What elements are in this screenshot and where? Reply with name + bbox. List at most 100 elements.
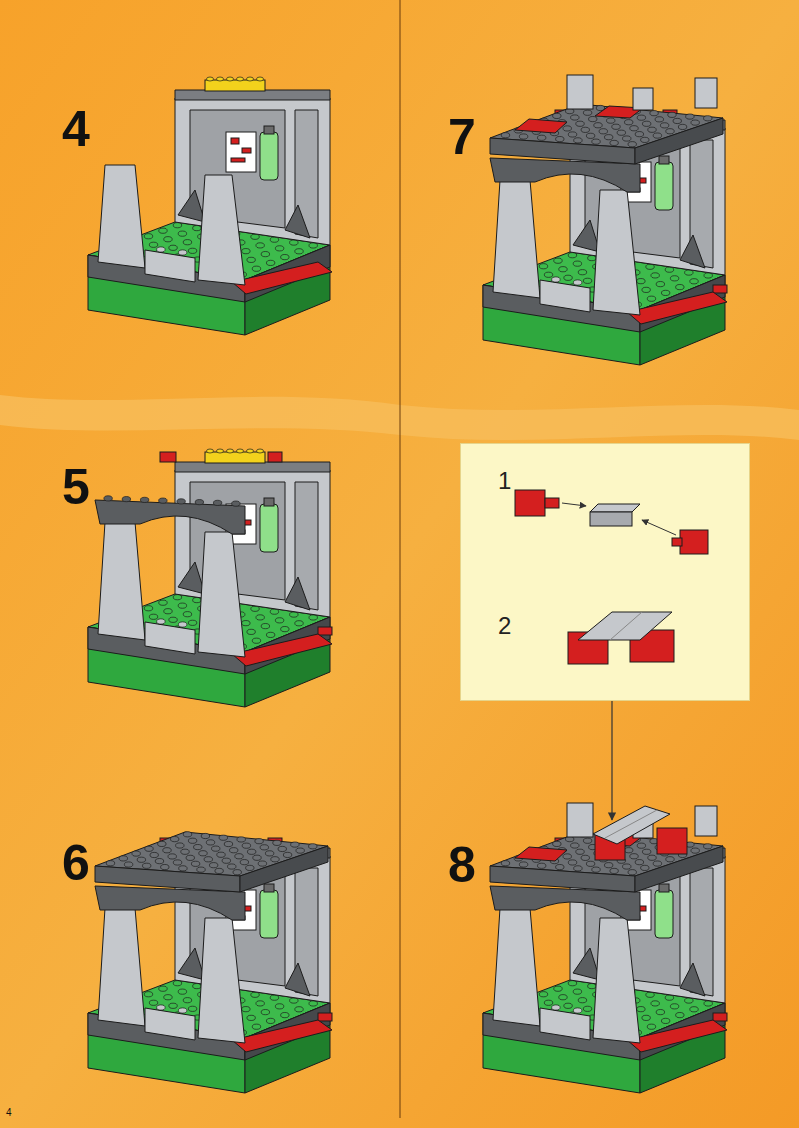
stud (685, 270, 693, 275)
stud (537, 863, 545, 868)
red-plate (627, 1020, 727, 1052)
stud (183, 240, 191, 245)
stud (665, 267, 673, 272)
stud (193, 983, 201, 988)
stud (240, 860, 248, 865)
stud (247, 849, 255, 854)
stud (188, 1006, 196, 1011)
stud (704, 116, 712, 121)
stud (173, 595, 181, 600)
step-number: 5 (62, 462, 90, 512)
stud (564, 275, 572, 280)
stud (553, 113, 561, 118)
stud (537, 135, 545, 140)
red-tile (515, 119, 567, 133)
stud (261, 252, 269, 257)
stud (568, 860, 576, 865)
stud (201, 833, 209, 838)
slope (178, 190, 205, 222)
stud (295, 249, 303, 254)
stud (164, 995, 172, 1000)
stud (169, 617, 177, 622)
stud (670, 1004, 678, 1009)
pillar (98, 165, 145, 268)
stud (159, 228, 167, 233)
stud (242, 621, 250, 626)
stud (296, 848, 304, 853)
stud (273, 840, 281, 845)
stud (648, 855, 656, 860)
stud (647, 1024, 655, 1029)
stud (604, 863, 612, 868)
stud (233, 870, 241, 875)
stud (275, 1004, 283, 1009)
stud (224, 841, 232, 846)
slope (285, 577, 310, 610)
stud (140, 497, 148, 502)
page-number: 4 (6, 1108, 12, 1118)
stud (270, 237, 278, 242)
lego-model (88, 77, 332, 335)
yellow-brick (205, 452, 265, 463)
red-brick-clip (515, 490, 545, 516)
stud (670, 276, 678, 281)
pointer-arrow (611, 701, 612, 820)
stud (217, 77, 224, 81)
stud (642, 121, 650, 126)
stud (188, 248, 196, 253)
stud (173, 981, 181, 986)
stud (161, 864, 169, 869)
red-clip (318, 1013, 332, 1021)
slope (178, 948, 205, 980)
stud (501, 133, 509, 138)
stud (594, 123, 602, 128)
stud (599, 129, 607, 134)
stud (653, 133, 661, 138)
stud (149, 1000, 157, 1005)
stud (157, 1005, 165, 1010)
lego-model (88, 832, 332, 1093)
pillar (593, 190, 640, 315)
stud (573, 280, 581, 285)
bottle-cap (264, 126, 274, 134)
stud (242, 1007, 250, 1012)
stud (568, 132, 576, 137)
stud (574, 138, 582, 143)
stud (592, 139, 600, 144)
red-clip (160, 452, 176, 462)
stud (122, 497, 130, 502)
slope (573, 948, 600, 980)
stud (252, 266, 260, 271)
assembly-arrow (642, 520, 676, 535)
stud (217, 852, 225, 857)
stud (212, 846, 220, 851)
stud (691, 120, 699, 125)
slope (680, 963, 705, 996)
stud (261, 1010, 269, 1015)
red-plate (627, 292, 727, 324)
stud (501, 861, 509, 866)
stud (581, 855, 589, 860)
stud (247, 1015, 255, 1020)
stud (656, 1010, 664, 1015)
stud (552, 277, 560, 282)
assembly-arrow (562, 503, 586, 506)
red-clip (713, 285, 727, 293)
grey-brick (695, 806, 717, 836)
card (226, 132, 256, 172)
stud (564, 1003, 572, 1008)
stud (275, 618, 283, 623)
lego-model (88, 449, 332, 707)
stud (256, 1001, 264, 1006)
stud (568, 981, 576, 986)
card-mark (231, 138, 239, 144)
stud (576, 121, 584, 126)
grey-brick (567, 75, 593, 109)
stud (642, 287, 650, 292)
stud (169, 245, 177, 250)
stud (617, 130, 625, 135)
stud (666, 129, 674, 134)
stud (266, 260, 274, 265)
